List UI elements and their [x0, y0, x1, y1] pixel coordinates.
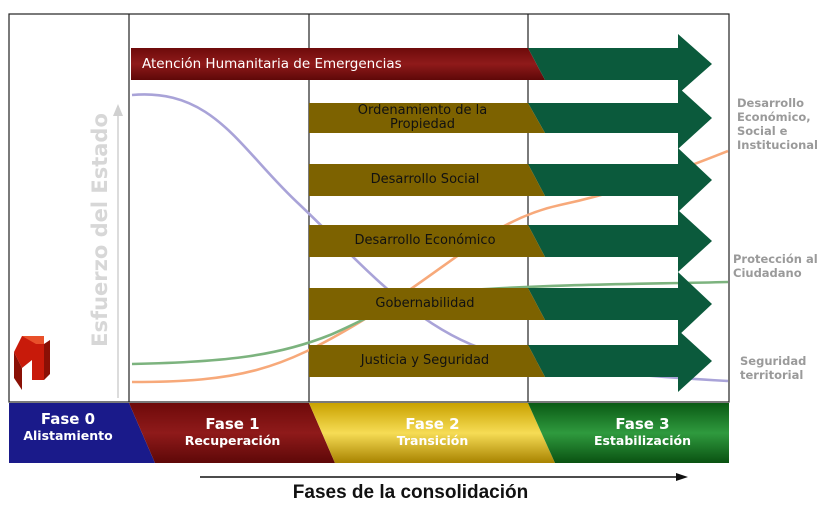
phase-1-number: Fase 1	[205, 415, 260, 433]
green-arrow	[528, 272, 712, 336]
phase-1-name: Recuperación	[184, 433, 281, 448]
green-arrow	[528, 148, 712, 212]
top-band	[131, 48, 545, 80]
phase-2-label: Fase 2 Transición	[345, 415, 520, 448]
top-band-label: Atención Humanitaria de Emergencias	[142, 56, 402, 72]
gold-bar	[309, 288, 545, 320]
curve-label-desarrollo: Desarrollo Económico, Social e Instituci…	[737, 96, 818, 152]
curve-label-seguridad: Seguridad territorial	[740, 354, 807, 382]
phase-2-name: Transición	[396, 433, 469, 448]
phase-3-number: Fase 3	[615, 415, 670, 433]
phase-band	[9, 403, 729, 463]
bar-label-social: Desarrollo Social	[370, 172, 480, 187]
phase-3-name: Estabilización	[593, 433, 692, 448]
phase-1-block	[129, 403, 335, 463]
curve-label-proteccion: Protección al Ciudadano	[733, 252, 818, 280]
gold-bar	[309, 103, 545, 133]
bar-label-ordenamiento: Ordenamiento de la Propiedad	[357, 103, 488, 132]
y-axis-arrowhead	[113, 104, 123, 116]
phase-0-name: Alistamiento	[23, 428, 113, 443]
x-axis-arrowhead	[676, 473, 688, 481]
phase-0-number: Fase 0	[40, 410, 96, 428]
phase-3-block	[528, 403, 729, 463]
gold-bar	[309, 164, 545, 196]
diagram-frame	[8, 13, 730, 403]
phase-2-block	[309, 403, 555, 463]
x-axis-title: Fases de la consolidación	[292, 482, 529, 503]
bar-label-justicia: Justicia y Seguridad	[360, 353, 490, 368]
green-arrow	[528, 87, 712, 149]
phase-0-label: Fase 0 Alistamiento	[12, 410, 124, 443]
green-arrows	[528, 34, 712, 392]
y-axis-label: Esfuerzo del Estado	[88, 113, 112, 347]
bar-label-gobernabilidad: Gobernabilidad	[375, 296, 475, 311]
green-arrow	[528, 210, 712, 272]
phase-0-block	[9, 403, 155, 463]
green-arrow	[528, 34, 712, 94]
phase-3-label: Fase 3 Estabilización	[560, 415, 725, 448]
gold-bar	[309, 345, 545, 377]
red-arrow-icon	[14, 336, 50, 390]
gold-bar	[309, 225, 545, 257]
phase-2-number: Fase 2	[405, 415, 460, 433]
gold-bars	[309, 103, 545, 377]
bar-label-economico: Desarrollo Económico	[354, 233, 496, 248]
green-arrow	[528, 330, 712, 392]
phase-1-label: Fase 1 Recuperación	[160, 415, 305, 448]
